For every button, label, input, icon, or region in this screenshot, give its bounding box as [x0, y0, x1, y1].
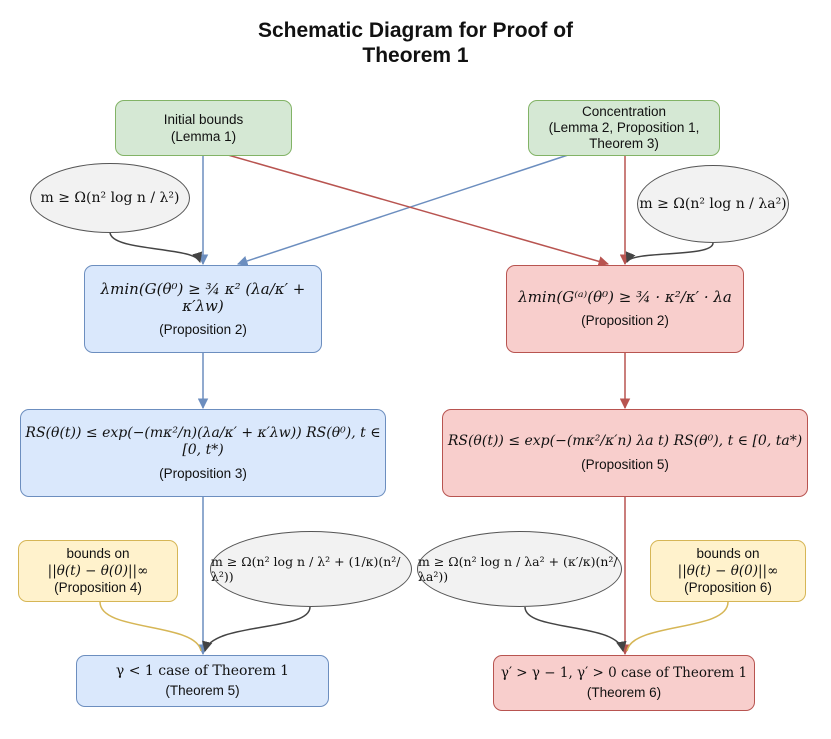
prop5-label: (Proposition 5) — [581, 457, 669, 472]
edge-prop4-to-theorem5 — [99, 601, 202, 652]
concentration-line-1: Concentration — [581, 104, 667, 119]
prop2-left-formula: λmin(G(θ⁰) ≥ ¾ κ² (λa/κ′ + κ′λw) — [100, 279, 306, 315]
lemma1-line-2: (Lemma 1) — [170, 129, 237, 144]
edge-condition3-to-theorem5 — [202, 606, 311, 653]
lemma1-line-1: Initial bounds — [163, 112, 244, 127]
prop2-right-label: (Proposition 2) — [581, 313, 669, 328]
theorem5-formula: γ < 1 case of Theorem 1 — [115, 663, 290, 679]
prop6-line-3: (Proposition 6) — [684, 580, 772, 595]
prop4-formula: ||θ(t) − θ(0)||∞ — [47, 563, 149, 579]
theorem6-formula: γ′ > γ − 1, γ′ > 0 case of Theorem 1 — [500, 665, 748, 681]
theorem6-label: (Theorem 6) — [586, 685, 662, 700]
title-line-1: Schematic Diagram for Proof of — [257, 19, 574, 42]
prop2-left-label: (Proposition 2) — [159, 321, 247, 337]
title-line-2: Theorem 1 — [362, 44, 469, 67]
prop6-box: bounds on ||θ(t) − θ(0)||∞ (Proposition … — [650, 540, 806, 602]
theorem5-label: (Theorem 5) — [165, 683, 240, 698]
edge-condition2-to-prop2-right — [625, 242, 714, 263]
condition-4-ellipse: m ≥ Ω(n² log n / λa² + (κ′/κ)(n²/λa²)) — [417, 531, 622, 607]
prop2-right-box: λmin(G⁽ᵃ⁾(θ⁰) ≥ ¾ · κ²/κ′ · λa (Proposit… — [506, 265, 744, 353]
condition-4-text: m ≥ Ω(n² log n / λa² + (κ′/κ)(n²/λa²)) — [418, 554, 618, 584]
prop2-left-box: λmin(G(θ⁰) ≥ ¾ κ² (λa/κ′ + κ′λw) (Propos… — [84, 265, 322, 353]
condition-2-ellipse: m ≥ Ω(n² log n / λa²) — [637, 165, 789, 243]
condition-3-ellipse: m ≥ Ω(n² log n / λ² + (1/κ)(n²/λ²)) — [210, 531, 412, 607]
prop3-formula: RS(θ(t)) ≤ exp(−(mκ²/n)(λa/κ′ + κ′λw)) R… — [25, 424, 381, 458]
concentration-line-3: Theorem 3) — [589, 136, 659, 151]
lemma1-box: Initial bounds (Lemma 1) — [115, 100, 292, 156]
prop5-formula: RS(θ(t)) ≤ exp(−(mκ²/κ′n) λa t) RS(θ⁰), … — [447, 433, 803, 449]
prop4-line-3: (Proposition 4) — [54, 580, 142, 595]
edge-prop6-to-theorem6 — [626, 601, 729, 652]
condition-3-text: m ≥ Ω(n² log n / λ² + (1/κ)(n²/λ²)) — [211, 554, 401, 584]
condition-1-text: m ≥ Ω(n² log n / λ²) — [40, 190, 180, 206]
edge-condition1-to-prop2-left — [109, 231, 203, 264]
prop4-line-1: bounds on — [66, 546, 130, 561]
edge-lemma1-to-prop2-right — [227, 154, 610, 267]
concentration-line-2: (Lemma 2, Proposition 1, — [548, 120, 700, 135]
prop3-box: RS(θ(t)) ≤ exp(−(mκ²/n)(λa/κ′ + κ′λw)) R… — [20, 409, 386, 497]
theorem6-box: γ′ > γ − 1, γ′ > 0 case of Theorem 1 (Th… — [493, 655, 755, 711]
prop5-box: RS(θ(t)) ≤ exp(−(mκ²/κ′n) λa t) RS(θ⁰), … — [442, 409, 808, 497]
condition-2-text: m ≥ Ω(n² log n / λa²) — [639, 196, 787, 212]
prop6-formula: ||θ(t) − θ(0)||∞ — [677, 563, 779, 579]
edge-concentration-to-prop2-left — [237, 154, 569, 267]
theorem5-box: γ < 1 case of Theorem 1 (Theorem 5) — [76, 655, 329, 707]
prop3-label: (Proposition 3) — [159, 465, 247, 481]
prop4-box: bounds on ||θ(t) − θ(0)||∞ (Proposition … — [18, 540, 178, 602]
diagram-title: Schematic Diagram for Proof of Theorem 1 — [0, 18, 831, 68]
prop2-right-formula: λmin(G⁽ᵃ⁾(θ⁰) ≥ ¾ · κ²/κ′ · λa — [518, 288, 732, 306]
condition-1-ellipse: m ≥ Ω(n² log n / λ²) — [30, 163, 190, 233]
concentration-box: Concentration (Lemma 2, Proposition 1, T… — [528, 100, 720, 156]
edge-condition4-to-theorem6 — [524, 606, 627, 653]
prop6-line-1: bounds on — [696, 546, 760, 561]
